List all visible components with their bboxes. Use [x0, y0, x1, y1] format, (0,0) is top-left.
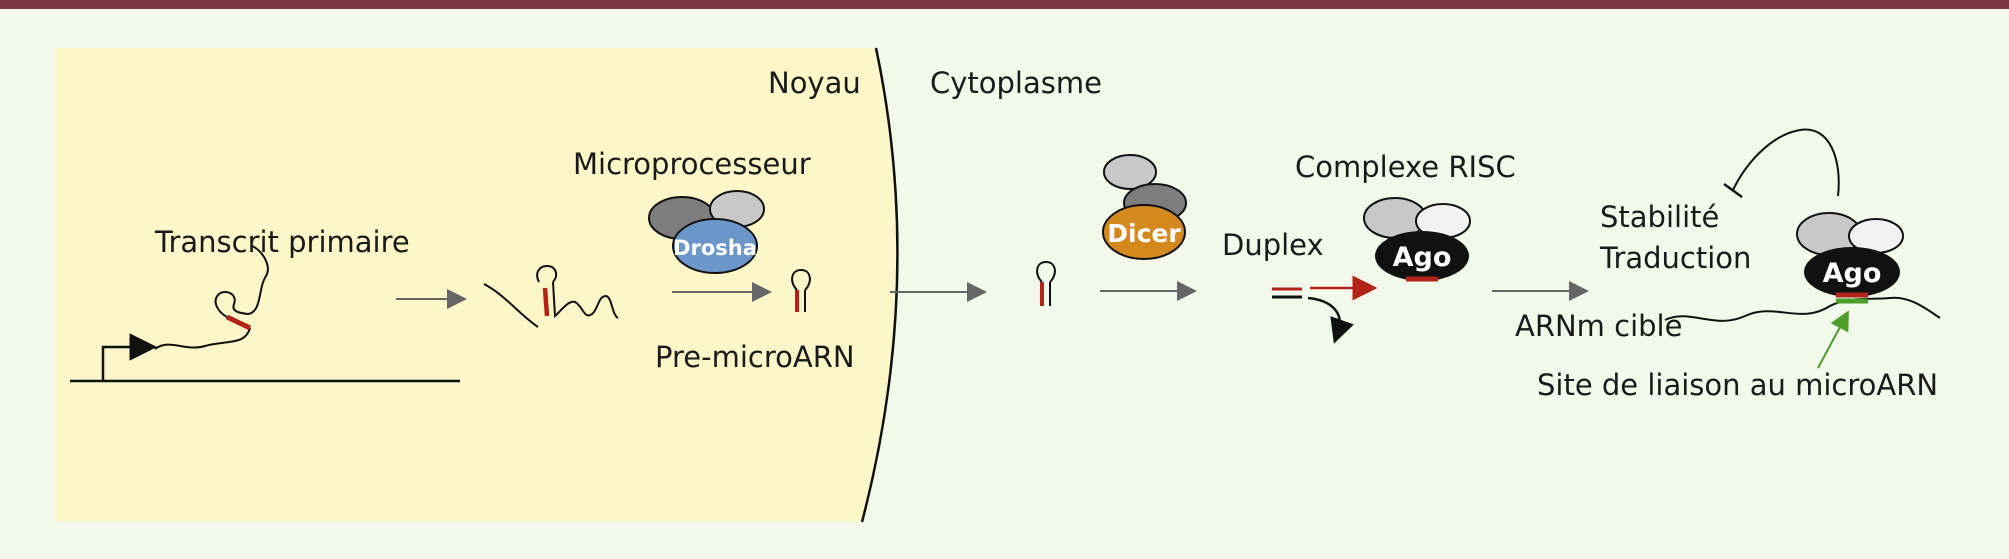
inhibition-arrow [1723, 128, 1840, 199]
gene-promoter [70, 333, 460, 383]
stability-label: Stabilité [1600, 200, 1719, 234]
nuclear-envelope [860, 47, 899, 523]
primary-transcript [154, 245, 269, 350]
risc-complex-label: Complexe RISC [1295, 150, 1516, 184]
pre-mirna-label: Pre-microARN [655, 340, 855, 374]
drosha-protein [672, 218, 758, 274]
top-bar [0, 0, 2009, 9]
microprocessor-label: Microprocesseur [573, 147, 811, 181]
binding-site-label: Site de liaison au microARN [1537, 368, 1938, 402]
target-risc-complex: Ago [1796, 212, 1904, 304]
pre-mirna-hairpin-cytoplasm [1036, 260, 1056, 306]
nucleus-label: Noyau [768, 66, 861, 100]
nucleus-region [56, 48, 898, 522]
pri-mirna-processing [483, 264, 619, 328]
target-mrna-label: ARNm cible [1515, 309, 1682, 343]
duplex-label: Duplex [1222, 228, 1324, 262]
ago-protein-target [1804, 247, 1900, 297]
microprocessor-complex: Drosha [648, 190, 765, 274]
pre-mirna-hairpin-nucleus [791, 268, 811, 312]
binding-site-arrow [1817, 310, 1849, 369]
mirna-duplex [1272, 275, 1378, 344]
ago-protein-risc [1375, 231, 1469, 281]
translation-label: Traduction [1599, 241, 1751, 275]
ago-label-target: Ago [1823, 258, 1882, 289]
target-mrna [1664, 296, 1941, 322]
primary-transcript-label: Transcrit primaire [154, 225, 410, 259]
drosha-label: Drosha [673, 236, 757, 260]
dicer-protein [1102, 204, 1186, 260]
ago-label-risc: Ago [1393, 242, 1452, 273]
risc-complex: Ago [1363, 197, 1471, 282]
dicer-label: Dicer [1107, 219, 1181, 248]
cytoplasm-label: Cytoplasme [930, 66, 1102, 100]
dicer-light-subunit [1103, 154, 1157, 190]
dicer-complex: Dicer [1102, 154, 1187, 260]
